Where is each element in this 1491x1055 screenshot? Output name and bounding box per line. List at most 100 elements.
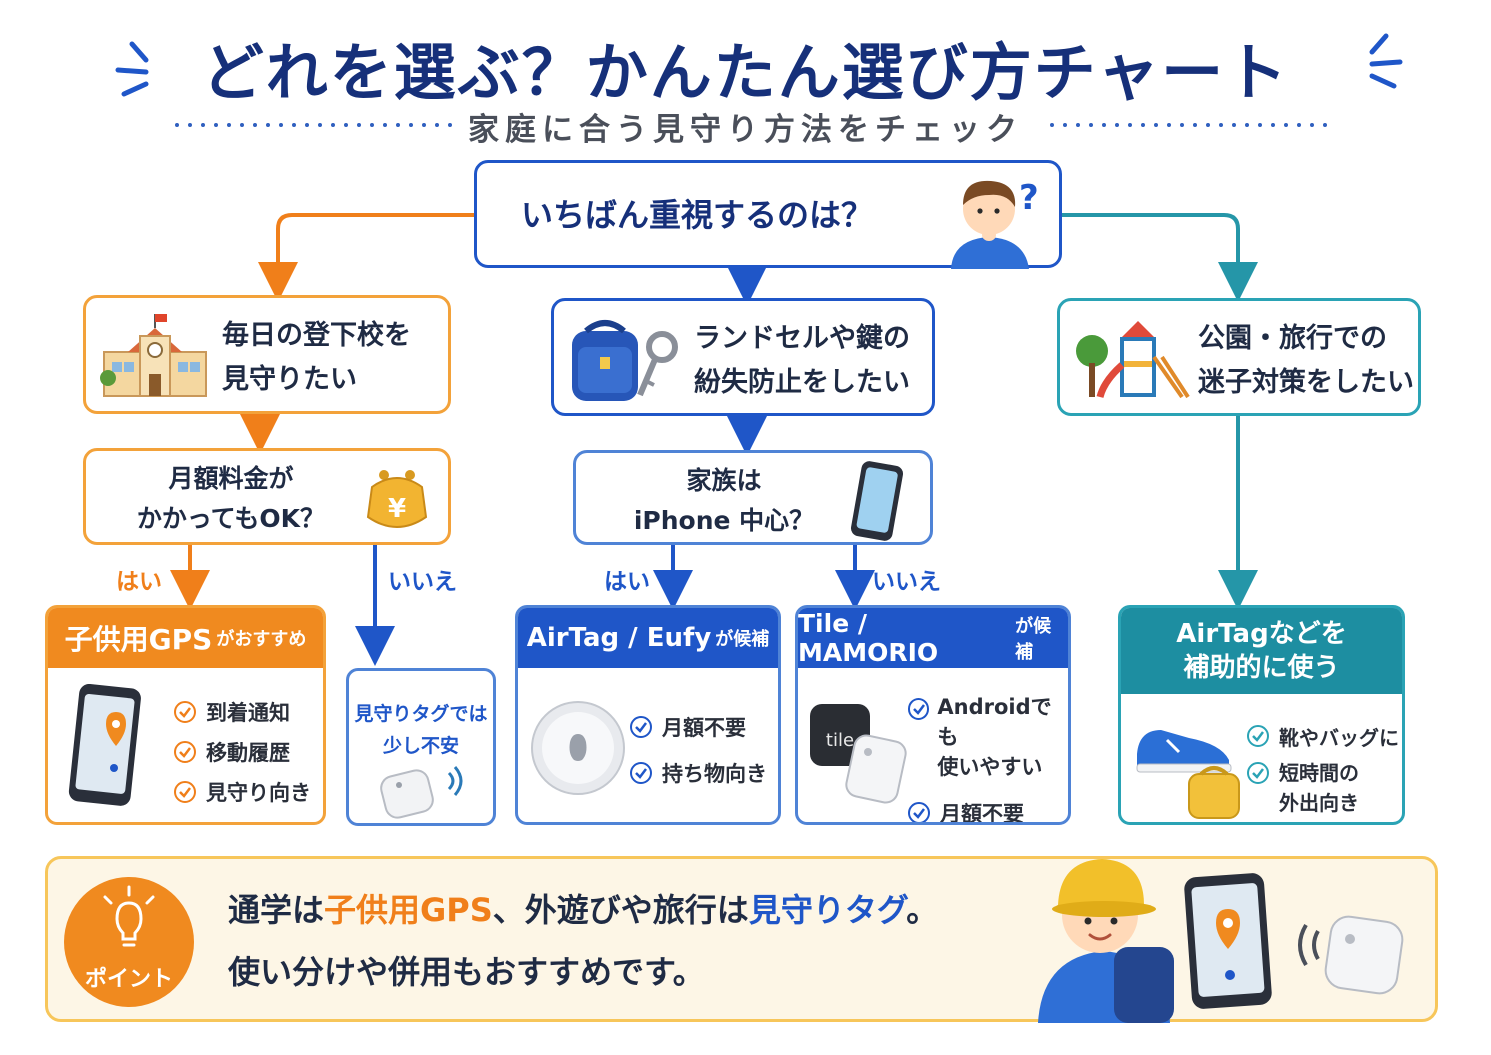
- branch-lostchild-line2: 迷子対策をしたい: [1198, 367, 1414, 398]
- feature-short-outing: 短時間の 外出向き: [1279, 758, 1359, 818]
- answer-no-label-center: いいえ: [872, 569, 941, 595]
- result-tile-title: Tile / MAMORIO: [798, 609, 939, 667]
- feature-arrival-notice: 到着通知: [206, 701, 290, 725]
- svg-text:?: ?: [1019, 178, 1039, 218]
- result-tag-unsure-line2: 少し不安: [382, 735, 459, 757]
- result-gps-features: 到着通知 移動履歴 見守り向き: [174, 692, 311, 812]
- branch-lostitem-box: ランドセルや鍵の 紛失防止をしたい: [551, 298, 935, 416]
- dotted-divider-left: [175, 123, 465, 127]
- page-title: どれを選ぶ？かんたん選び方チャート: [201, 36, 1290, 109]
- point-panel: ポイント 通学は子供用GPS、外遊びや旅行は見守りタグ。 使い分けや併用もおすす…: [45, 856, 1438, 1023]
- feature-shoes-bags: 靴やバッグに: [1279, 725, 1399, 750]
- check-circle-icon: [174, 781, 196, 803]
- result-gps-card: 子供用GPS がおすすめ 到着通知 移動履歴 見守り向き: [45, 605, 326, 825]
- shoe-backpack-icon: [1136, 730, 1240, 819]
- point-line1: 通学は子供用GPS、外遊びや旅行は見守りタグ。: [228, 881, 938, 939]
- feature-item: 持ち物向き: [630, 750, 767, 796]
- feature-movement-history: 移動履歴: [206, 741, 290, 765]
- check-circle-icon: [630, 716, 652, 738]
- result-gps-title-suffix: がおすすめ: [216, 629, 307, 650]
- dotted-divider-right: [1050, 123, 1340, 127]
- feature-android-line1: Androidでも: [937, 695, 1052, 749]
- check-circle-icon: [908, 698, 930, 720]
- phone-map-icon: [1184, 873, 1272, 1009]
- sparkle-right-icon: [1369, 33, 1403, 89]
- thinking-boy-icon: ?: [951, 178, 1039, 269]
- result-aux-line2: 補助的に使う: [1183, 653, 1340, 683]
- playground-icon: [1076, 321, 1190, 399]
- result-tag-unsure-card: 見守りタグでは 少し不安: [346, 668, 496, 826]
- smartphone-icon: [850, 461, 904, 541]
- feature-item: 見守り向き: [174, 772, 311, 812]
- svg-text:¥: ¥: [388, 494, 406, 524]
- school-building-icon: [100, 314, 207, 397]
- result-tile-features: Androidでも 使いやすい 月額不要: [908, 692, 1068, 822]
- lightbulb-icon: [103, 885, 155, 947]
- result-gps-header: 子供用GPS がおすすめ: [48, 608, 323, 668]
- branch-lostitem-line2: 紛失防止をしたい: [694, 367, 910, 398]
- point-badge-label: ポイント: [84, 967, 173, 992]
- tile-tracker-icon: tile: [810, 704, 907, 804]
- page-subtitle: 家庭に合う見守り方法をチェック: [468, 112, 1023, 148]
- check-circle-icon: [174, 741, 196, 763]
- point-highlight-gps: 子供用GPS: [324, 891, 493, 929]
- feature-short-outing-line1: 短時間の: [1279, 761, 1359, 785]
- branch-lostchild-line1: 公園・旅行での: [1198, 323, 1387, 354]
- point-line1-a: 通学は: [228, 891, 325, 929]
- subq-iphone-line1: 家族は: [686, 466, 762, 495]
- answer-no-label-left: いいえ: [388, 569, 457, 595]
- feature-item: 短時間の 外出向き: [1247, 758, 1399, 818]
- result-gps-title: 子供用GPS: [64, 623, 213, 656]
- branch-commute-line1: 毎日の登下校を: [222, 320, 411, 351]
- feature-item: Androidでも 使いやすい: [908, 692, 1068, 782]
- point-line1-e: 。: [906, 891, 939, 929]
- root-question: いちばん重視するのは？: [521, 196, 874, 234]
- result-tag-unsure-line1: 見守りタグでは: [354, 703, 488, 725]
- yen-coin-purse-icon: ¥: [366, 470, 428, 528]
- check-circle-icon: [630, 762, 652, 784]
- subq-monthly-fee-box: 月額料金が かかってもOK？ ¥: [83, 448, 451, 545]
- check-circle-icon: [908, 802, 930, 822]
- result-tile-header: Tile / MAMORIO が候補: [798, 608, 1068, 668]
- feature-android-line2: 使いやすい: [937, 755, 1043, 779]
- tracker-tag-signal-icon: [1298, 915, 1404, 995]
- answer-yes-label-left: はい: [116, 569, 162, 595]
- root-question-box: いちばん重視するのは？ ?: [474, 160, 1062, 269]
- subq-monthly-fee-line2: かかってもOK？: [136, 504, 326, 533]
- randoseru-key-icon: [572, 320, 678, 401]
- tile-logo-text: tile: [826, 730, 854, 751]
- answer-yes-label-center: はい: [604, 569, 650, 595]
- sparkle-left-icon: [115, 41, 149, 97]
- feature-item: 靴やバッグに: [1247, 716, 1399, 756]
- result-aux-line1: AirTagなどを: [1176, 619, 1347, 649]
- branch-lostitem-line1: ランドセルや鍵の: [694, 323, 910, 354]
- subq-monthly-fee-line1: 月額料金が: [168, 464, 294, 493]
- result-aux-card: AirTagなどを 補助的に使う 靴やバッグに 短時間の 外出向き: [1118, 605, 1405, 825]
- feature-item: 移動履歴: [174, 732, 311, 772]
- branch-commute-box: 毎日の登下校を 見守りたい: [83, 295, 451, 414]
- feature-no-monthly-fee: 月額不要: [662, 716, 746, 740]
- result-airtag-card: AirTag / Eufy が候補 月額不要 持ち物向き: [515, 605, 781, 825]
- subq-iphone-box: 家族は iPhone 中心？: [573, 450, 933, 545]
- result-airtag-title-suffix: が候補: [715, 629, 770, 650]
- airtag-icon: [531, 701, 625, 795]
- feature-item: 到着通知: [174, 692, 311, 732]
- feature-short-outing-line2: 外出向き: [1279, 791, 1359, 815]
- branch-lostchild-box: 公園・旅行での 迷子対策をしたい: [1057, 298, 1421, 416]
- point-line1-c: 、外遊びや旅行は: [492, 891, 749, 929]
- result-tile-title-suffix: が候補: [1015, 616, 1052, 663]
- feature-android-friendly: Androidでも 使いやすい: [937, 692, 1068, 782]
- point-highlight-tag: 見守りタグ: [748, 891, 907, 929]
- tracker-tag-icon: [380, 766, 463, 819]
- result-tile-card: Tile / MAMORIO が候補 tile Androidでも 使いやすい …: [795, 605, 1071, 825]
- point-line2: 使い分けや併用もおすすめです。: [228, 953, 705, 991]
- point-badge: ポイント: [64, 877, 194, 1007]
- feature-for-watching: 見守り向き: [206, 781, 311, 805]
- result-airtag-features: 月額不要 持ち物向き: [630, 704, 767, 796]
- feature-for-belongings: 持ち物向き: [662, 762, 767, 786]
- check-circle-icon: [1247, 762, 1269, 784]
- result-airtag-header: AirTag / Eufy が候補: [518, 608, 778, 668]
- feature-item: 月額不要: [908, 790, 1068, 822]
- result-airtag-title: AirTag / Eufy: [526, 623, 712, 653]
